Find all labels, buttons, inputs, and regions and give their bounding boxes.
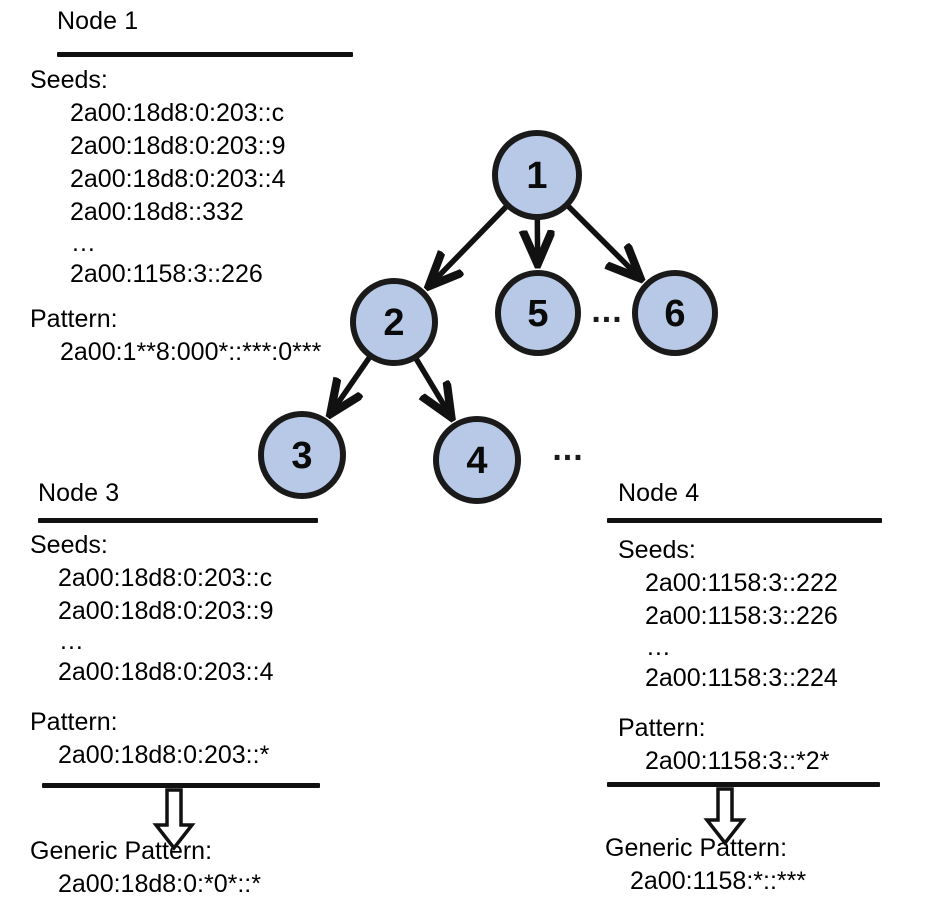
node3-seeds-ellipsis: ... xyxy=(60,627,84,655)
tree-node-circle-2[interactable] xyxy=(350,278,438,366)
tree-ellipsis-0: ... xyxy=(591,292,622,330)
node4-pattern-value: 2a00:1158:3::*2* xyxy=(645,747,830,775)
node1-seed-last: 2a00:1158:3::226 xyxy=(70,260,263,288)
node4-pattern-rule xyxy=(607,782,880,787)
node4-panel-title: Node 4 xyxy=(618,479,700,507)
node3-seeds-label: Seeds: xyxy=(30,531,108,559)
tree-node-4[interactable]: 4 xyxy=(433,416,521,504)
tree-edge-2-to-4 xyxy=(413,357,450,415)
tree-node-label-1: 1 xyxy=(526,155,547,197)
node4-seeds-ellipsis: ... xyxy=(647,633,671,661)
tree-node-label-3: 3 xyxy=(291,435,312,477)
node1-panel-title: Node 1 xyxy=(57,7,139,35)
node1-pattern-label: Pattern: xyxy=(30,305,118,333)
tree-node-circle-5[interactable] xyxy=(495,270,581,356)
node4-seed-1: 2a00:1158:3::226 xyxy=(645,602,838,630)
node3-generic-pattern-value: 2a00:18d8:0:*0*::* xyxy=(58,870,261,898)
tree-node-circle-1[interactable] xyxy=(492,130,582,220)
node4-generic-pattern-label: Generic Pattern: xyxy=(605,834,788,862)
node4-pattern-label: Pattern: xyxy=(618,714,706,742)
node4-header-rule xyxy=(607,518,882,523)
node3-generic-pattern-label: Generic Pattern: xyxy=(30,837,213,865)
tree-node-circle-3[interactable] xyxy=(258,411,346,499)
node1-pattern-value: 2a00:1**8:000*::***:0*** xyxy=(60,338,322,366)
node3-seed-0: 2a00:18d8:0:203::c xyxy=(58,564,273,592)
node1-seeds-label: Seeds: xyxy=(30,66,108,94)
node4-generic-pattern-value: 2a00:1158:*::*** xyxy=(630,867,807,895)
node3-seed-last: 2a00:18d8:0:203::4 xyxy=(58,658,274,686)
node3-pattern-value: 2a00:18d8:0:203::* xyxy=(58,741,270,769)
tree-node-6[interactable]: 6 xyxy=(632,270,718,356)
node1-seed-3: 2a00:18d8::332 xyxy=(70,198,244,226)
tree-node-label-6: 6 xyxy=(664,293,685,335)
node4-seeds-label: Seeds: xyxy=(618,536,696,564)
tree-node-label-5: 5 xyxy=(527,293,548,335)
node4-seed-0: 2a00:1158:3::222 xyxy=(645,569,838,597)
node3-pattern-rule xyxy=(42,783,320,788)
tree-node-label-4: 4 xyxy=(466,440,487,482)
tree-node-2[interactable]: 2 xyxy=(350,278,438,366)
node4-seed-last: 2a00:1158:3::224 xyxy=(645,664,838,692)
node1-header-rule xyxy=(57,52,353,57)
node1-seed-1: 2a00:18d8:0:203::9 xyxy=(70,132,286,160)
node3-header-rule xyxy=(38,518,318,523)
tree-node-5[interactable]: 5 xyxy=(495,270,581,356)
tree-node-circle-6[interactable] xyxy=(632,270,718,356)
tree-edge-1-to-2 xyxy=(431,204,509,284)
tree-edge-2-to-3 xyxy=(332,355,372,411)
tree-ellipsis-1: ... xyxy=(552,430,583,468)
tree-node-3[interactable]: 3 xyxy=(258,411,346,499)
node1-seed-0: 2a00:18d8:0:203::c xyxy=(70,99,285,127)
node1-seeds-ellipsis: ... xyxy=(72,229,96,257)
tree-node-1[interactable]: 1 xyxy=(492,130,582,220)
tree-node-label-2: 2 xyxy=(383,302,404,344)
node3-pattern-label: Pattern: xyxy=(30,708,118,736)
node1-seed-2: 2a00:18d8:0:203::4 xyxy=(70,165,286,193)
node3-seed-1: 2a00:18d8:0:203::9 xyxy=(58,597,274,625)
node3-panel-title: Node 3 xyxy=(38,479,120,507)
tree-node-circle-4[interactable] xyxy=(433,416,521,504)
tree-edge-1-to-6 xyxy=(566,204,638,276)
